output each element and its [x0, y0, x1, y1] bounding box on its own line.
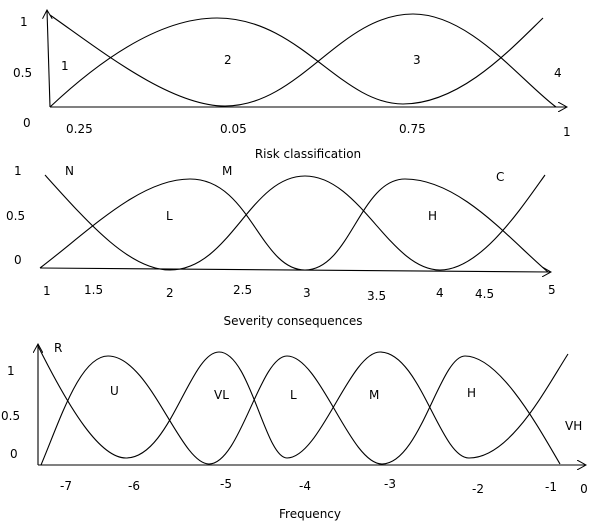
x-tick-label: 2: [166, 286, 174, 300]
set-label: H: [428, 209, 437, 223]
axis-title: Risk classification: [255, 147, 361, 161]
y-tick-label: 0.5: [6, 209, 25, 223]
set-label: M: [222, 164, 232, 178]
membership-curve: [37, 345, 569, 459]
set-label: 3: [413, 53, 421, 67]
x-tick-label: 0: [580, 482, 588, 496]
x-tick-label: -7: [60, 479, 72, 493]
set-label: L: [166, 209, 173, 223]
set-label: L: [290, 388, 297, 402]
set-label: 4: [554, 66, 562, 80]
set-label: M: [369, 388, 379, 402]
x-tick-label: -5: [220, 477, 232, 491]
y-tick-label: 1: [14, 164, 22, 178]
set-label: U: [110, 384, 119, 398]
y-tick-label: 1: [20, 15, 28, 29]
y-tick-label: 1: [7, 364, 15, 378]
x-tick-label: 4.5: [475, 287, 494, 301]
y-tick-label: 0: [10, 447, 18, 461]
membership-curve: [40, 355, 561, 466]
set-label: C: [496, 170, 504, 184]
set-label: VL: [214, 388, 229, 402]
x-tick-label: 3: [303, 286, 311, 300]
set-label: VH: [565, 419, 582, 433]
membership-curve: [39, 178, 549, 273]
set-label: 2: [224, 53, 232, 67]
risk-classification-panel: 1 0.5 0 0.25 0.05 0.75 1 1 2 3 4 Risk cl…: [13, 10, 571, 161]
x-tick-label: 1.5: [84, 283, 103, 297]
y-tick-label: 0.5: [1, 409, 20, 423]
x-tick-label: 2.5: [233, 283, 252, 297]
severity-consequences-panel: 1 0.5 0 1 1.5 2 2.5 3 3.5 4 4.5 5 N M C …: [6, 164, 556, 328]
x-tick-label: -3: [384, 477, 396, 491]
x-tick-label: 5: [548, 283, 556, 297]
frequency-panel: 1 0.5 0 -7 -6 -5 -4 -3 -2 -1 0 R U VL L …: [1, 341, 588, 521]
y-tick-label: 0: [14, 253, 22, 267]
x-tick-label: 1: [563, 125, 571, 139]
set-label: H: [467, 386, 476, 400]
x-tick-label: -6: [128, 479, 140, 493]
x-tick-label: -1: [545, 480, 557, 494]
membership-curve: [49, 13, 557, 108]
y-tick-label: 0.5: [13, 66, 32, 80]
x-tick-label: 0.05: [220, 122, 247, 136]
membership-curve: [49, 17, 544, 108]
x-tick-label: 3.5: [367, 289, 386, 303]
membership-curve: [44, 174, 546, 271]
y-axis: [47, 10, 50, 108]
x-tick-label: 4: [436, 286, 444, 300]
x-tick-label: 1: [43, 284, 51, 298]
x-tick-label: 0.75: [399, 122, 426, 136]
axis-title: Frequency: [279, 507, 341, 521]
set-label: R: [54, 341, 62, 355]
x-tick-label: 0.25: [66, 122, 93, 136]
y-tick-label: 0: [23, 116, 31, 130]
x-tick-label: -2: [472, 482, 484, 496]
x-axis: [39, 268, 551, 272]
axis-title: Severity consequences: [224, 314, 363, 328]
set-label: 1: [61, 59, 69, 73]
set-label: N: [65, 164, 74, 178]
x-tick-label: -4: [299, 479, 311, 493]
